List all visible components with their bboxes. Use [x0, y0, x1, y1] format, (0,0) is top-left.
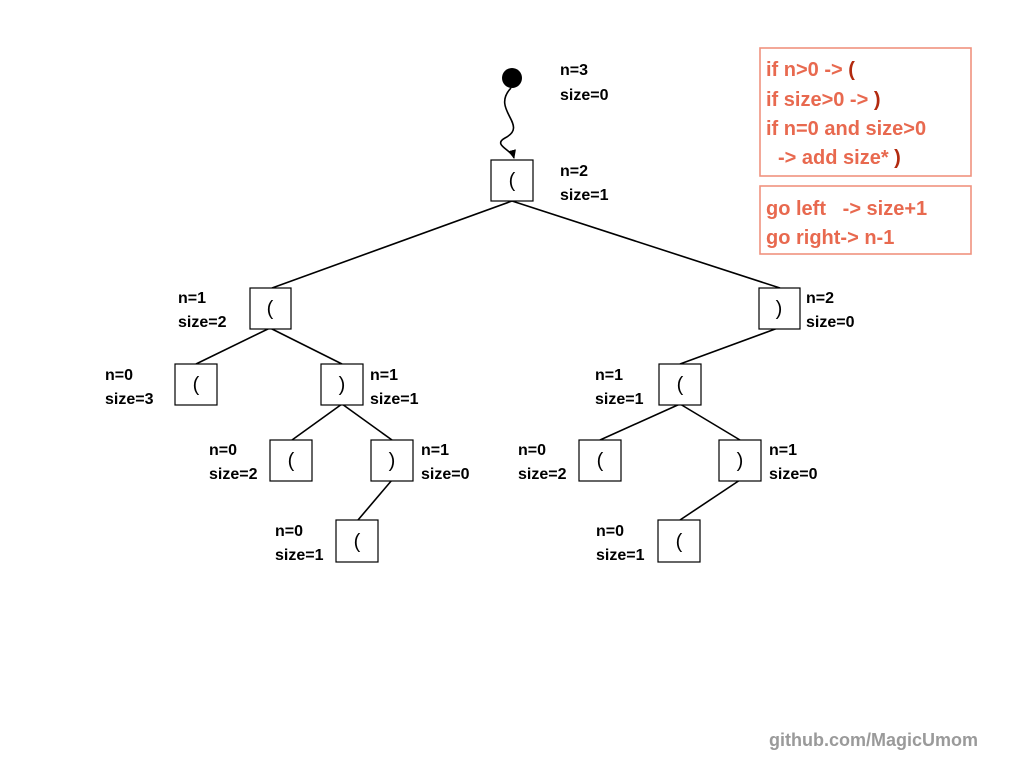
tree-node: ( n=2 size=1 [490, 159, 609, 204]
tree-node: ( n=1 size=2 [178, 287, 292, 331]
edge-n5-n8 [599, 403, 681, 441]
tree-node: ) n=2 size=0 [758, 287, 855, 331]
node-n-label: n=1 [769, 442, 797, 459]
node-box [174, 363, 218, 406]
rule-line-1-paren: ( [848, 59, 855, 81]
root-dot [502, 68, 522, 88]
tree-node: ( n=0 size=1 [275, 519, 379, 564]
node-symbol: ) [776, 298, 783, 320]
node-box [335, 519, 379, 563]
tree-node: ) n=1 size=0 [718, 439, 818, 483]
node-n-label: n=1 [595, 367, 623, 384]
root-arrow [499, 87, 516, 159]
node-size-label: size=1 [370, 391, 419, 408]
node-size-label: size=2 [178, 314, 227, 331]
root-size-label: size=0 [560, 87, 609, 104]
node-n-label: n=2 [560, 163, 588, 180]
rule-line-4-paren: ) [894, 147, 901, 169]
tree-node: ( n=0 size=2 [209, 439, 313, 483]
rules-box-moves: go left -> size+1 go right-> n-1 [759, 185, 972, 255]
node-n-label: n=0 [596, 523, 624, 540]
tree-node: ( n=1 size=1 [595, 363, 702, 408]
rules-box-border [759, 47, 972, 177]
node-size-label: size=2 [518, 466, 567, 483]
node-symbol: ( [677, 374, 684, 396]
edge-n1-n4 [269, 327, 343, 365]
tree-node: ( n=0 size=1 [596, 519, 701, 564]
node-box [490, 159, 534, 202]
node-size-label: size=0 [806, 314, 855, 331]
edge-n0-n2 [511, 200, 781, 289]
root-node: n=3 size=0 [502, 62, 609, 104]
node-size-label: size=1 [275, 547, 324, 564]
root-n-label: n=3 [560, 62, 588, 79]
node-symbol: ( [288, 450, 295, 472]
edge-n5-n9 [679, 403, 741, 441]
rule-line-3: if n=0 and size>0 [766, 118, 926, 140]
node-size-label: size=0 [769, 466, 818, 483]
node-box [370, 439, 414, 482]
node-n-label: n=1 [421, 442, 449, 459]
node-n-label: n=1 [370, 367, 398, 384]
node-size-label: size=1 [560, 187, 609, 204]
edge-n0-n1 [271, 200, 513, 289]
node-n-label: n=0 [209, 442, 237, 459]
rule-line-6: go right-> n-1 [766, 227, 894, 249]
node-symbol: ) [389, 450, 396, 472]
node-box [657, 519, 701, 563]
node-symbol: ( [193, 374, 200, 396]
node-symbol: ( [597, 450, 604, 472]
edge-n7-n10 [357, 479, 393, 521]
node-box [249, 287, 292, 330]
node-n-label: n=1 [178, 290, 206, 307]
rule-line-2-text: if size>0 -> [766, 89, 874, 111]
tree-node: ) n=1 size=1 [320, 363, 419, 408]
node-symbol: ( [509, 170, 516, 192]
edge-n2-n5 [679, 327, 779, 365]
node-symbol: ) [339, 374, 346, 396]
rule-line-2-paren: ) [874, 89, 881, 111]
tree-edges [195, 87, 781, 521]
node-box [578, 439, 622, 482]
edge-n1-n3 [195, 327, 271, 365]
edge-n4-n6 [291, 403, 343, 441]
node-box [269, 439, 313, 482]
node-n-label: n=0 [275, 523, 303, 540]
node-size-label: size=3 [105, 391, 154, 408]
node-symbol: ) [737, 450, 744, 472]
rule-line-5: go left -> size+1 [766, 198, 927, 220]
tree-node: ) n=1 size=0 [370, 439, 470, 483]
node-size-label: size=1 [596, 547, 645, 564]
rule-line-1: if n>0 -> ( [766, 59, 855, 81]
node-size-label: size=0 [421, 466, 470, 483]
node-box [758, 287, 801, 330]
rule-line-1-text: if n>0 -> [766, 59, 848, 81]
rule-line-4-text: -> add size* [778, 147, 894, 169]
node-symbol: ( [676, 531, 683, 553]
node-box [658, 363, 702, 406]
edge-n9-n11 [679, 479, 741, 521]
rule-line-4: -> add size* ) [778, 147, 901, 169]
node-size-label: size=2 [209, 466, 258, 483]
node-symbol: ( [354, 531, 361, 553]
node-n-label: n=0 [518, 442, 546, 459]
tree-node: ( n=0 size=2 [518, 439, 622, 483]
node-box [320, 363, 364, 406]
node-n-label: n=2 [806, 290, 834, 307]
edge-n4-n7 [341, 403, 393, 441]
watermark-text: github.com/MagicUmom [769, 730, 978, 750]
node-size-label: size=1 [595, 391, 644, 408]
node-symbol: ( [267, 298, 274, 320]
rule-line-2: if size>0 -> ) [766, 89, 881, 111]
rules-box-border [759, 185, 972, 255]
node-n-label: n=0 [105, 367, 133, 384]
node-box [718, 439, 762, 482]
tree-node: ( n=0 size=3 [105, 363, 218, 408]
rules-box-conditions: if n>0 -> ( if size>0 -> ) if n=0 and si… [759, 47, 972, 177]
